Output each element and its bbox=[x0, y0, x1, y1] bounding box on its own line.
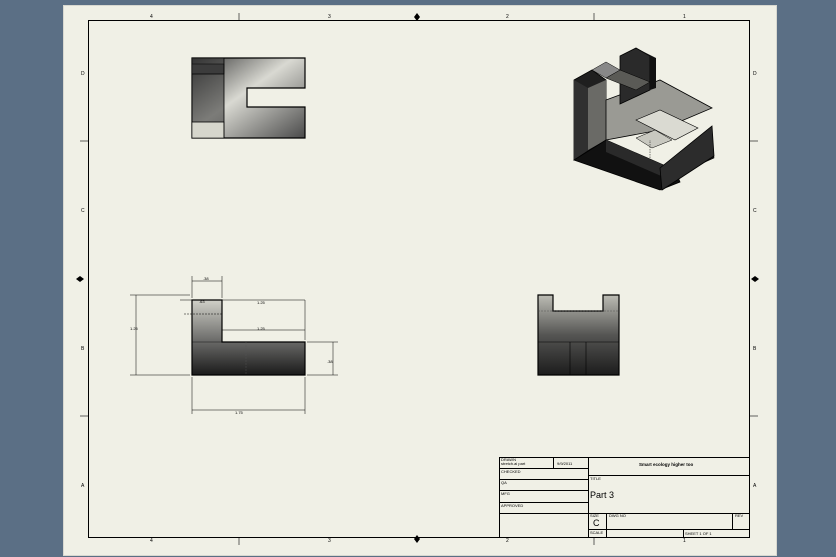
title-label: TITLE bbox=[590, 476, 601, 481]
zone-label-right-a: A bbox=[753, 483, 757, 489]
scale-label: SCALE bbox=[590, 530, 604, 535]
title-block: DRAWN stretch.ai part 9/9/2011 CHECKED Q… bbox=[499, 457, 750, 538]
zone-label-left-c: C bbox=[81, 208, 85, 214]
checked-label: CHECKED bbox=[501, 469, 521, 474]
zone-label-right-c: C bbox=[753, 208, 757, 214]
size-label: SIZE bbox=[590, 513, 599, 518]
front-view bbox=[191, 299, 306, 376]
zone-label-left-a: A bbox=[81, 483, 85, 489]
company-name: Smart ecology higher too bbox=[639, 462, 694, 467]
approved-label: APPROVED bbox=[501, 503, 524, 508]
zone-label-bottom-1: 1 bbox=[683, 538, 686, 544]
dim-step-height: .38 bbox=[327, 359, 333, 364]
dim-step-width: 1.25 bbox=[257, 326, 266, 331]
mfg-label: MFG bbox=[501, 491, 510, 496]
front-view-dimension-lines bbox=[130, 276, 338, 414]
zone-label-left-b: B bbox=[81, 346, 85, 352]
drawn-label: DRAWN bbox=[501, 457, 516, 462]
dwg-no-label: DWG NO bbox=[609, 513, 626, 518]
drawn-by: stretch.ai part bbox=[501, 461, 526, 466]
dim-top-width: .38 bbox=[203, 276, 209, 281]
centering-marks bbox=[76, 13, 759, 545]
zone-label-bottom-3: 3 bbox=[328, 538, 331, 544]
drawn-date: 9/9/2011 bbox=[557, 461, 573, 466]
qa-label: QA bbox=[501, 480, 507, 485]
zone-label-left-d: D bbox=[81, 71, 85, 77]
zone-label-top-3: 3 bbox=[328, 14, 331, 20]
dim-slot-depth: .63 bbox=[199, 299, 205, 304]
zone-label-top-1: 1 bbox=[683, 14, 686, 20]
zone-label-top-4: 4 bbox=[150, 14, 153, 20]
dim-slot-width: 1.25 bbox=[257, 300, 266, 305]
dim-overall-height: 1.25 bbox=[130, 326, 139, 331]
zone-label-bottom-2: 2 bbox=[506, 538, 509, 544]
sheet-number: SHEET 1 OF 1 bbox=[685, 531, 712, 536]
top-view bbox=[191, 57, 306, 139]
drawing-border bbox=[88, 20, 750, 538]
zone-label-bottom-4: 4 bbox=[150, 538, 153, 544]
side-view bbox=[537, 294, 620, 376]
isometric-view bbox=[573, 47, 715, 191]
zone-label-top-2: 2 bbox=[506, 14, 509, 20]
rev-label: REV bbox=[735, 513, 744, 518]
dim-overall-width: 1.75 bbox=[235, 410, 244, 415]
zone-label-right-b: B bbox=[753, 346, 757, 352]
zone-label-right-d: D bbox=[753, 71, 757, 77]
part-name: Part 3 bbox=[590, 490, 615, 500]
size-value: C bbox=[593, 518, 600, 528]
